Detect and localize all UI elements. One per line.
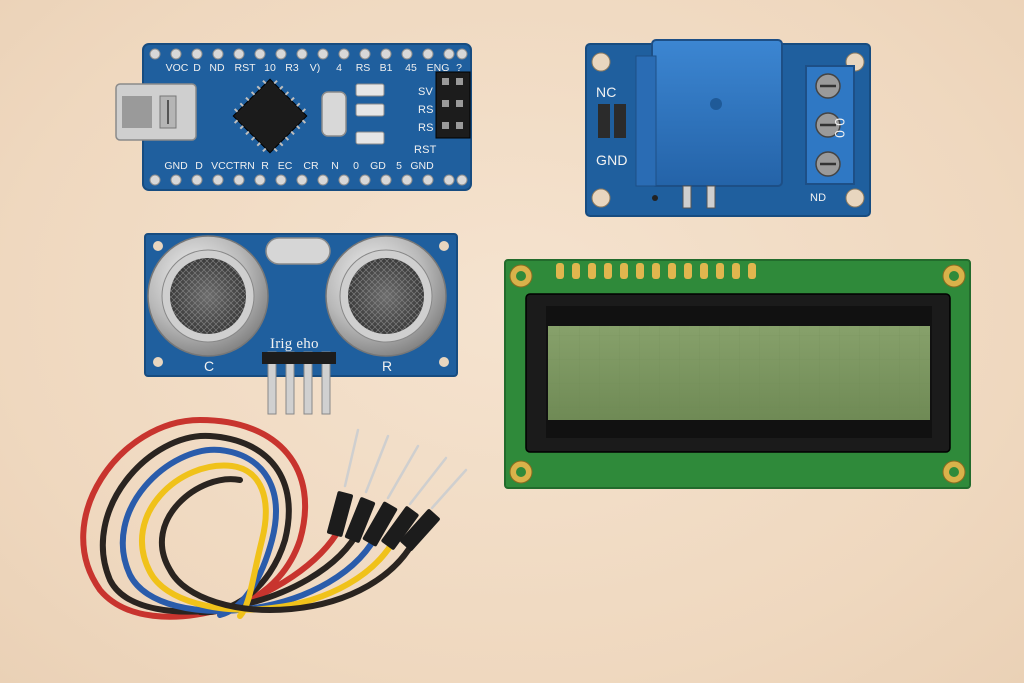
- ultrasonic-left-label: C: [204, 358, 215, 374]
- nano-label: 10: [264, 62, 276, 74]
- relay-nd-label: ND: [810, 192, 827, 204]
- nano-label: V): [309, 62, 321, 74]
- nano-label: ENG: [426, 62, 450, 74]
- nano-top-label-row: VOC D ND RST 10 R3 V) 4 RS B1 45 ENG ?: [164, 62, 466, 74]
- nano-side-label: SV: [418, 86, 434, 98]
- lcd-header-pads: [556, 263, 756, 279]
- usb-mini-connector: [115, 83, 197, 141]
- nano-label: 4: [336, 62, 342, 74]
- relay-nc-label: NC: [596, 84, 617, 100]
- nano-label: R3: [285, 62, 299, 74]
- nano-label: VOC: [165, 62, 189, 74]
- ultrasonic-sensor: [144, 233, 458, 415]
- nano-label: GD: [370, 160, 386, 172]
- nano-label: 45: [405, 62, 417, 74]
- ultrasonic-right-label: R: [382, 358, 393, 374]
- nano-label: EC: [277, 160, 293, 172]
- nano-label: VCCTRN: [211, 160, 255, 172]
- relay-module: [585, 39, 871, 217]
- atmega-chip: [232, 78, 308, 154]
- nano-label: CR: [303, 160, 319, 172]
- nano-label: 5: [396, 160, 402, 172]
- transducer-right: [325, 235, 447, 357]
- relay-cube: [651, 39, 783, 187]
- nano-label: ?: [456, 62, 462, 74]
- icsp-header: [435, 71, 471, 139]
- nano-label: D: [195, 160, 203, 172]
- nano-label: D: [193, 62, 201, 74]
- transducer-left: [147, 235, 269, 357]
- nano-bottom-label-row: GND D VCCTRN R EC CR N 0 GD 5 GND: [162, 160, 436, 172]
- ultrasonic-pin-label: Irig eho: [270, 336, 319, 352]
- relay-gnd-label: GND: [596, 152, 628, 168]
- nano-label: R: [261, 160, 269, 172]
- nano-side-label: RS: [418, 104, 434, 116]
- nano-label: RST: [234, 62, 256, 74]
- nano-label: N: [331, 160, 339, 172]
- nano-label: ND: [209, 62, 225, 74]
- nano-label: 0: [353, 160, 359, 172]
- nano-label: B1: [379, 62, 393, 74]
- relay-side-label: 0 0: [832, 118, 848, 139]
- nano-label: RS: [355, 62, 371, 74]
- nano-side-label: RS: [418, 122, 434, 134]
- nano-top-pins: [149, 48, 468, 60]
- jumper-wires: [80, 416, 468, 620]
- lcd-module: [504, 259, 971, 489]
- crystal-oscillator: [321, 91, 347, 137]
- screw-terminal: [805, 65, 855, 185]
- nano-label: GND: [410, 160, 434, 172]
- nano-label: GND: [164, 160, 188, 172]
- nano-side-label: RST: [414, 144, 437, 156]
- arduino-nano-board: [115, 43, 472, 191]
- nano-bottom-pins: [149, 174, 468, 186]
